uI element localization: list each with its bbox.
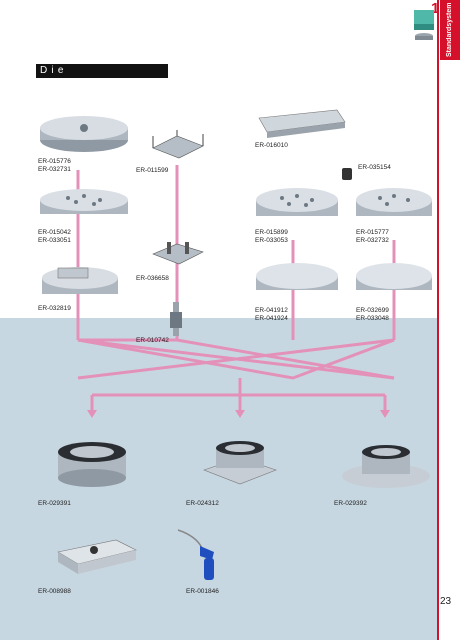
perforated-pallet-image-3 xyxy=(356,188,432,216)
page-number: 23 xyxy=(440,596,452,607)
control-unit-image xyxy=(57,539,137,574)
component-label-c13: ER-029391 xyxy=(38,500,71,507)
component-label-c9: ER-032819 xyxy=(38,305,71,312)
section-tab xyxy=(440,0,460,60)
component-label-c11: ER-032699 ER-033048 xyxy=(356,307,389,322)
component-label-c8: ER-036658 xyxy=(136,275,169,282)
chuck-flange-image xyxy=(342,445,430,488)
small-part-image xyxy=(342,168,352,180)
section-number: 1 xyxy=(431,0,440,17)
system-thumbnail xyxy=(414,10,434,40)
component-label-c4: ER-035154 xyxy=(358,164,391,171)
component-label-c5: ER-015042 ER-033051 xyxy=(38,229,71,244)
component-label-c12: ER-010742 xyxy=(136,337,169,344)
red-margin-line xyxy=(437,0,439,640)
air-gun-image xyxy=(177,529,214,580)
flat-pallet-image-2 xyxy=(356,263,432,290)
component-label-c6: ER-015899 ER-033053 xyxy=(255,229,288,244)
chuck-image xyxy=(58,442,126,487)
cross-bracket-image xyxy=(152,130,204,159)
section-label: Standardsystem xyxy=(446,2,453,58)
page-title: Die Komponenten xyxy=(36,64,168,90)
flat-pallet-image xyxy=(256,263,338,290)
component-label-c7: ER-015777 ER-032732 xyxy=(356,229,389,244)
component-label-c17: ER-001846 xyxy=(186,588,219,595)
perforated-pallet-image xyxy=(40,189,128,214)
perforated-pallet-image-2 xyxy=(256,188,338,216)
component-label-c14: ER-024312 xyxy=(186,500,219,507)
component-label-c1: ER-015776 ER-032731 xyxy=(38,158,71,173)
adapter-bracket-image xyxy=(152,242,204,265)
component-label-c15: ER-029392 xyxy=(334,500,367,507)
vise-pallet-image xyxy=(42,267,118,294)
component-label-c16: ER-008988 xyxy=(38,588,71,595)
rail-image xyxy=(258,109,346,138)
component-label-c3: ER-016010 xyxy=(255,142,288,149)
chuck-base-image xyxy=(203,441,277,485)
component-label-c10: ER-041912 ER-041924 xyxy=(255,307,288,322)
component-label-c2: ER-011599 xyxy=(136,167,169,174)
drawbar-image xyxy=(170,302,182,336)
round-pallet-image xyxy=(40,116,128,152)
